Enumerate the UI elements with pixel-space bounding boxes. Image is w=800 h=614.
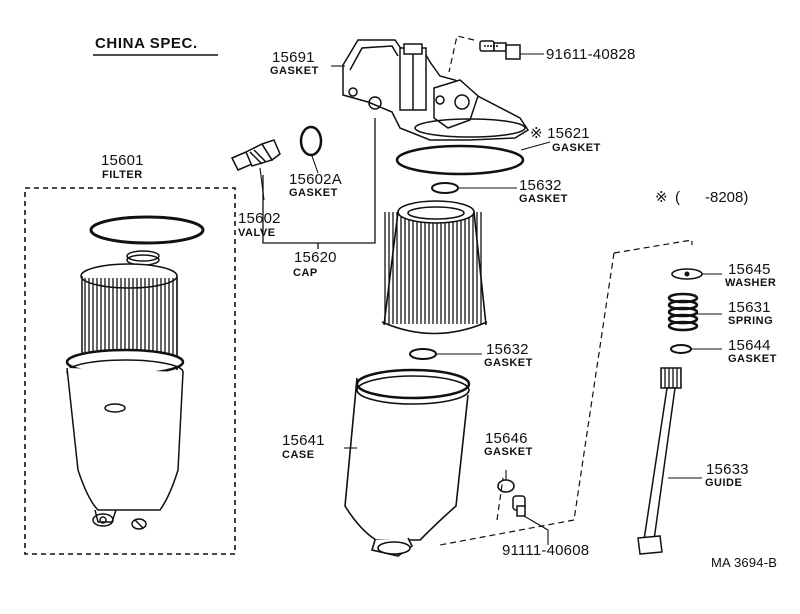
bolt-dash-leader: [448, 35, 475, 73]
valve-15602-drawing: [230, 139, 281, 171]
part-15633-name: GUIDE: [705, 477, 743, 489]
plug-91111-drawing: [512, 495, 526, 517]
spring-15631-drawing: [667, 292, 699, 332]
part-15645-number: 15645: [728, 261, 771, 278]
part-15691-number: 15691: [272, 49, 315, 66]
gasket-15621-ring: [395, 144, 525, 176]
diagram-code: MA 3694-B: [711, 555, 778, 570]
case-15641-drawing: [344, 368, 471, 557]
guide-dash-top: [613, 239, 693, 254]
part-15632-bottom-number: 15632: [486, 341, 529, 358]
guide-dash-left: [439, 252, 615, 546]
part-15620-name: CAP: [293, 267, 318, 279]
part-15620-number: 15620: [294, 249, 337, 266]
part-15631-name: SPRING: [728, 315, 774, 327]
leader-lines: [259, 53, 722, 545]
guide-15633-drawing: [637, 367, 682, 555]
gasket-15602a-ring: [299, 125, 323, 157]
part-15602-number: 15602: [238, 210, 281, 227]
gasket-15644-drawing: [670, 344, 692, 354]
part-15633-number: 15633: [706, 461, 749, 478]
part-15602a-name: GASKET: [289, 187, 338, 199]
filter-head-drawing: [342, 39, 530, 141]
part-15632-bottom-name: GASKET: [484, 357, 533, 369]
gasket-15632-top: [431, 182, 459, 194]
part-15641-number: 15641: [282, 432, 325, 449]
part-15645-name: WASHER: [725, 277, 777, 289]
part-15602-name: VALVE: [238, 227, 276, 239]
part-15601-number: 15601: [101, 152, 144, 169]
part-15646-number: 15646: [485, 430, 528, 447]
page-title: CHINA SPEC.: [95, 35, 198, 52]
gasket-15646-drawing: [497, 479, 515, 493]
filter-15601-drawing: [65, 215, 205, 530]
part-15691-name: GASKET: [270, 65, 319, 77]
part-15644-name: GASKET: [728, 353, 777, 365]
part-15601-name: FILTER: [102, 169, 143, 181]
part-15632-top-name: GASKET: [519, 193, 568, 205]
part-15646-name: GASKET: [484, 446, 533, 458]
part-15632-top-number: 15632: [519, 177, 562, 194]
range-note-text: ( -8208): [675, 189, 749, 206]
range-note-symbol: ※: [655, 189, 668, 206]
filter-element-drawing: [381, 200, 488, 335]
cap-bracket: [262, 118, 376, 244]
part-15631-number: 15631: [728, 299, 771, 316]
part-91111-number: 91111-40608: [502, 542, 590, 559]
part-15621-number: ※ 15621: [530, 125, 590, 142]
bolt-91611-drawing: [479, 40, 521, 60]
part-91611-number: 91611-40828: [546, 46, 636, 63]
part-15641-name: CASE: [282, 449, 315, 461]
gasket-15632-bottom: [409, 348, 437, 360]
part-15621-name: GASKET: [552, 142, 601, 154]
part-15644-number: 15644: [728, 337, 771, 354]
part-15602a-number: 15602A: [289, 171, 342, 188]
